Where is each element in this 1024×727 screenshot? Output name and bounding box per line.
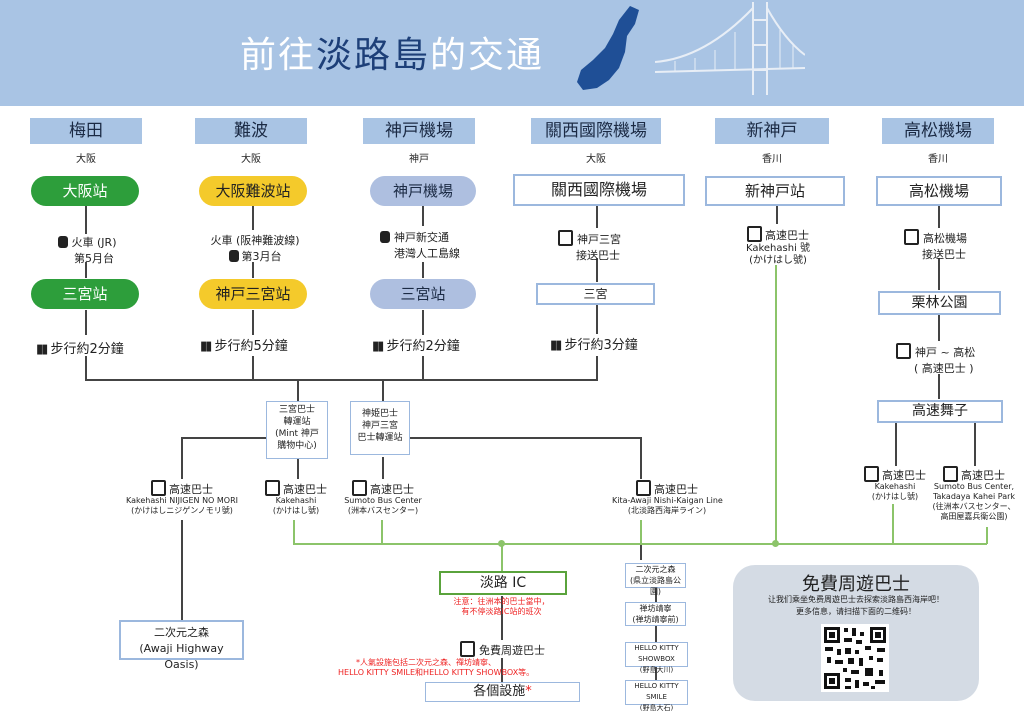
footsteps-icon: ▮▮ bbox=[550, 338, 562, 353]
region-shin-kobe: 香川 bbox=[762, 154, 782, 165]
walk-kobe-airport: ▮▮ 步行約2分鐘 bbox=[372, 339, 460, 354]
awaji-island-icon bbox=[577, 6, 639, 90]
stop-kosoku-maiko: 高速舞子 bbox=[877, 400, 1003, 423]
bus-icon bbox=[352, 480, 367, 496]
footsteps-icon: ▮▮ bbox=[372, 339, 384, 354]
free-bus-description: 让我们乘坐免费周遊巴士去探索淡路島西海岸吧！更多信息，请扫描下面的二维码！ bbox=[768, 595, 944, 616]
bus-icon bbox=[636, 480, 651, 496]
stop-awaji-ic: 淡路 IC bbox=[439, 571, 567, 595]
mode-kobe-takamatsu: 神戸 ~ 高松( 高速巴士 ) bbox=[896, 343, 975, 376]
region-umeda: 大阪 bbox=[76, 154, 96, 165]
free-bus-label: 免費周遊巴士 bbox=[460, 641, 545, 658]
bus-icon bbox=[151, 480, 166, 496]
region-kansai-airport: 大阪 bbox=[586, 154, 606, 165]
region-takamatsu-airport: 香川 bbox=[928, 154, 948, 165]
page-title: 前往淡路島的交通 bbox=[240, 35, 545, 76]
mode-takamatsu-shuttle: 高松機場接送巴士 bbox=[904, 229, 967, 262]
header-namba: 難波 bbox=[195, 118, 307, 144]
train-icon bbox=[57, 236, 68, 248]
junction-dot bbox=[772, 540, 779, 547]
stop-sannomiya-bus: 三宮 bbox=[536, 283, 655, 305]
region-kobe-airport: 神戸 bbox=[409, 154, 429, 165]
junction-dot bbox=[498, 540, 505, 547]
bus-icon bbox=[265, 480, 280, 496]
station-kobe-airport: 神戸機場 bbox=[370, 176, 476, 206]
header-takamatsu-airport: 高松機場 bbox=[882, 118, 994, 144]
hub-sannomiya-bus-terminal-mint: 三宮巴士轉運站(Mint 神戸購物中心) bbox=[266, 401, 328, 459]
facilities-note: *人氣設施包括二次元之森、禪坊靖寧、HELLO KITTY SMILE和HELL… bbox=[338, 658, 535, 677]
walk-kansai: ▮▮ 步行約3分鐘 bbox=[550, 338, 638, 353]
train-icon bbox=[380, 231, 390, 243]
bus-icon bbox=[896, 343, 911, 359]
station-kansai-airport: 關西國際機場 bbox=[513, 174, 685, 206]
station-sannomiya-portliner: 三宮站 bbox=[370, 279, 476, 309]
bus-icon bbox=[864, 466, 879, 482]
header-umeda: 梅田 bbox=[30, 118, 142, 144]
stop-hello-kitty-showbox: HELLO KITTY SHOWBOX(野島大川) bbox=[625, 642, 688, 674]
qr-code[interactable] bbox=[821, 624, 889, 692]
station-takamatsu-airport: 高松機場 bbox=[876, 176, 1002, 206]
stop-hello-kitty-smile: HELLO KITTY SMILE(野島大石) bbox=[625, 680, 688, 712]
bus-icon bbox=[460, 641, 475, 657]
stop-zenbo-seinei: 禅坊靖寧(禅坊靖寧前) bbox=[625, 602, 686, 626]
dest-facilities: 各個設施* bbox=[425, 682, 580, 702]
station-sannomiya-jr: 三宮站 bbox=[31, 279, 139, 309]
header-kansai-airport: 關西國際機場 bbox=[531, 118, 661, 144]
region-namba: 大阪 bbox=[241, 154, 261, 165]
train-icon bbox=[228, 250, 239, 262]
station-osaka: 大阪站 bbox=[31, 176, 139, 206]
bus-icon bbox=[558, 230, 573, 246]
walk-namba: ▮▮ 步行約5分鐘 bbox=[200, 339, 288, 354]
bus-icon bbox=[747, 226, 762, 242]
bridge-icon bbox=[655, 2, 805, 95]
dest-nijigen-no-mori: 二次元之森(Awaji Highway Oasis) bbox=[119, 620, 244, 671]
footsteps-icon: ▮▮ bbox=[36, 342, 48, 357]
walk-umeda: ▮▮ 步行約2分鐘 bbox=[36, 342, 124, 357]
hub-shinki-sannomiya-bus-terminal: 神姫巴士神戸三宮巴士轉運站 bbox=[350, 401, 410, 455]
footsteps-icon: ▮▮ bbox=[200, 339, 212, 354]
free-bus-title: 免費周遊巴士 bbox=[802, 574, 910, 595]
mode-hanshin: 火車 (阪神難波線)第3月台 bbox=[210, 234, 300, 263]
bus-icon bbox=[904, 229, 919, 245]
bus-icon bbox=[943, 466, 958, 482]
header-shin-kobe: 新神戸 bbox=[715, 118, 829, 144]
header-kobe-airport: 神戸機場 bbox=[363, 118, 475, 144]
stop-nijigen-kenritsu: 二次元之森(県立淡路島公園) bbox=[625, 563, 686, 596]
stop-ritsurin-park: 栗林公園 bbox=[878, 291, 1001, 315]
awaji-ic-note: 注意：往洲本的巴士當中，有不停淡路IC站的班次 bbox=[453, 597, 550, 616]
title-banner bbox=[0, 0, 1024, 106]
station-kobe-sannomiya: 神戸三宮站 bbox=[199, 279, 307, 309]
station-shin-kobe: 新神戸站 bbox=[705, 176, 845, 206]
mode-jr: 火車 (JR)第5月台 bbox=[45, 234, 129, 266]
mode-port-liner: 神戸新交通港灣人工島線 bbox=[380, 229, 460, 261]
mode-limousine-bus: 神戸三宮接送巴士 bbox=[558, 230, 621, 263]
station-osaka-namba: 大阪難波站 bbox=[199, 176, 307, 206]
